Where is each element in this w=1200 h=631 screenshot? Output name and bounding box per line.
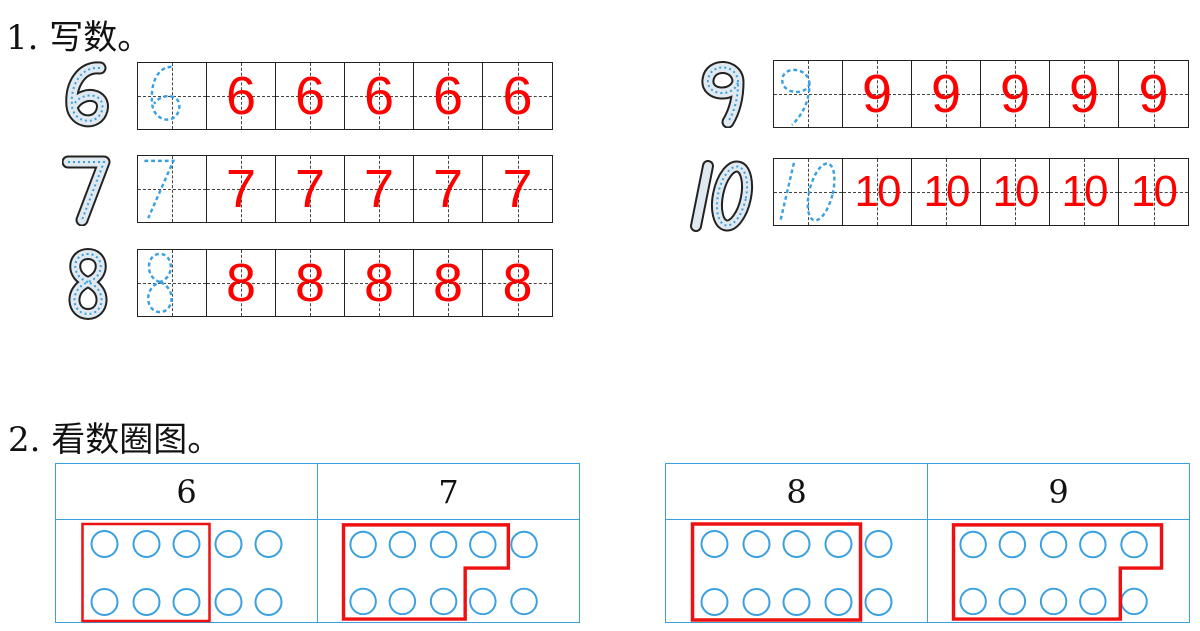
- circle-group-8: [666, 520, 928, 623]
- circle-table-1: 6 7: [55, 463, 580, 623]
- model-digit-7: [61, 154, 114, 227]
- answer-cell: 9: [1119, 61, 1188, 127]
- answer-cell: 9: [912, 61, 981, 127]
- model-digit-9: [698, 56, 750, 129]
- number-header: 7: [438, 472, 459, 511]
- trace-cell: [138, 63, 207, 129]
- answer-cell: 6: [483, 63, 552, 129]
- writing-strip-7: 7 7 7 7 7: [137, 155, 553, 223]
- trace-cell: [774, 159, 843, 225]
- answer-cell: 6: [414, 63, 483, 129]
- answer-cell: 6: [276, 63, 345, 129]
- answer-cell: 9: [981, 61, 1050, 127]
- answer-cell: 8: [207, 250, 276, 316]
- circle-group-9: [928, 520, 1189, 623]
- answer-cell: 8: [276, 250, 345, 316]
- answer-cell: 10: [981, 159, 1050, 225]
- answer-cell: 8: [414, 250, 483, 316]
- answer-cell: 6: [345, 63, 414, 129]
- writing-strip-8: 8 8 8 8 8: [137, 249, 553, 317]
- answer-cell: 10: [1119, 159, 1188, 225]
- trace-cell: [138, 156, 207, 222]
- answer-cell: 7: [345, 156, 414, 222]
- answer-cell: 9: [843, 61, 912, 127]
- model-digit-6: [62, 60, 114, 132]
- answer-cell: 8: [345, 250, 414, 316]
- answer-cell: 10: [1050, 159, 1119, 225]
- answer-cell: 7: [414, 156, 483, 222]
- question-2-title: 2. 看数圈图。: [8, 420, 222, 460]
- circle-group-6: [56, 520, 318, 623]
- answer-cell: 6: [207, 63, 276, 129]
- number-header: 6: [56, 464, 318, 519]
- circle-group-7: [318, 520, 579, 623]
- trace-cell: [138, 250, 207, 316]
- question-1-title: 1. 写数。: [6, 18, 152, 58]
- model-digit-10: [688, 160, 756, 232]
- answer-cell: 10: [912, 159, 981, 225]
- answer-cell: 10: [843, 159, 912, 225]
- answer-cell: 7: [276, 156, 345, 222]
- number-header: 8: [666, 464, 928, 519]
- answer-cell: 7: [207, 156, 276, 222]
- number-header: 9: [1048, 472, 1069, 511]
- circle-table-2: 8 9: [665, 463, 1190, 623]
- writing-strip-9: 9 9 9 9 9: [773, 60, 1189, 128]
- answer-cell: 9: [1050, 61, 1119, 127]
- writing-strip-6: 6 6 6 6 6: [137, 62, 553, 130]
- writing-strip-10: 10 10 10 10 10: [773, 158, 1189, 226]
- model-digit-8: [62, 247, 114, 321]
- answer-cell: 8: [483, 250, 552, 316]
- trace-cell: [774, 61, 843, 127]
- answer-cell: 7: [483, 156, 552, 222]
